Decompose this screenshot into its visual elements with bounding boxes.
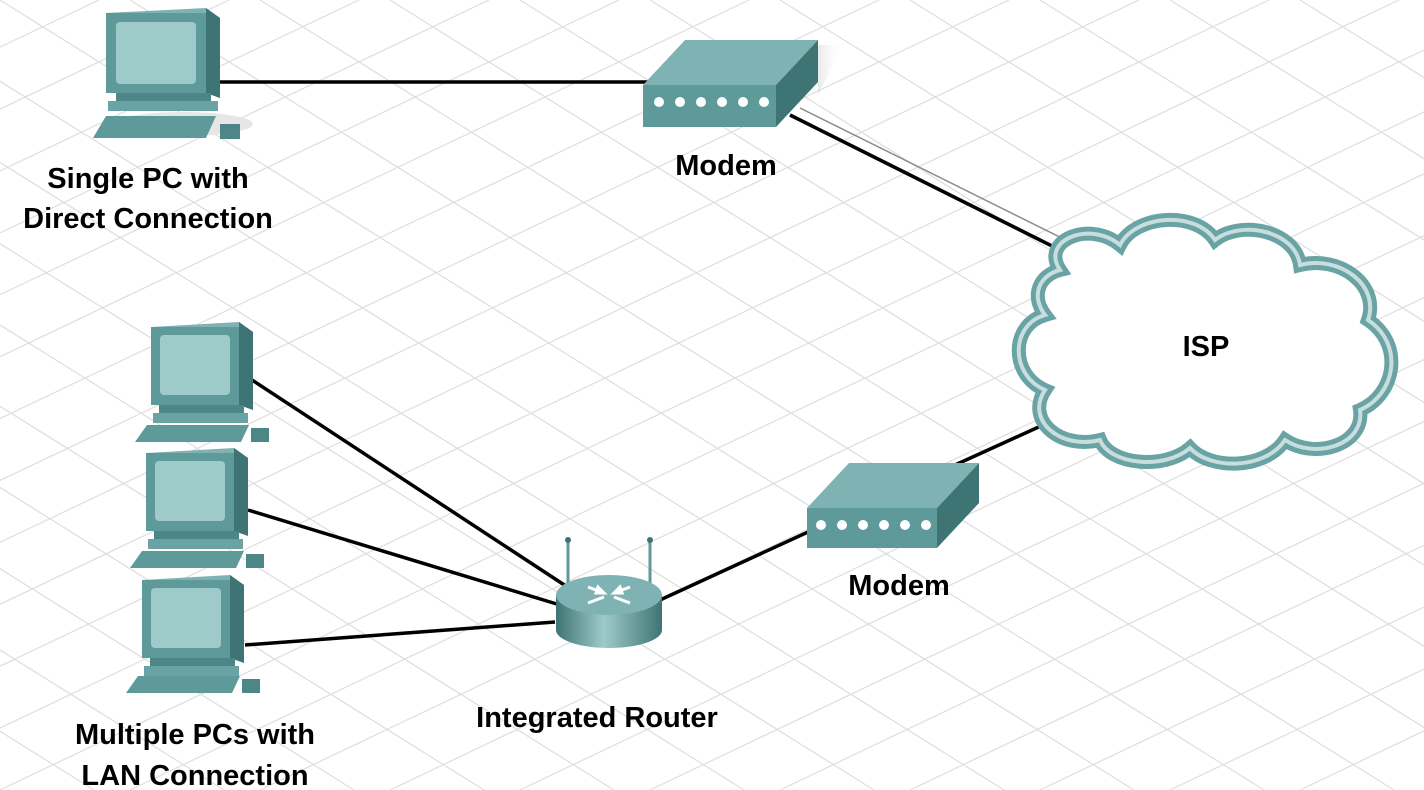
- pc-icon: [93, 8, 253, 139]
- wireless-router-icon: [556, 537, 662, 648]
- grid-line: [909, 544, 1424, 790]
- connection-links: [220, 80, 1111, 647]
- modem-top-label: Modem: [675, 150, 777, 182]
- cloud-icon: [1011, 213, 1399, 471]
- grid-line: [0, 0, 620, 296]
- link-pc1-to-router: [251, 378, 573, 592]
- grid-line: [909, 0, 1424, 322]
- grid-line: [129, 0, 1395, 790]
- grid-line: [259, 0, 1424, 729]
- router-label: Integrated Router: [476, 702, 718, 734]
- grid-line: [129, 173, 1424, 790]
- grid-line: [0, 730, 95, 790]
- isp-label: ISP: [1183, 331, 1230, 363]
- grid-line: [0, 649, 225, 790]
- multi-pc-label-line1: Multiple PCs with: [75, 719, 315, 751]
- grid-line: [0, 324, 745, 790]
- link-top-modem-to-isp-secondary: [799, 107, 1111, 263]
- grid-line: [649, 420, 1424, 790]
- modem-bottom-label: Modem: [848, 570, 950, 602]
- grid-line: [0, 0, 360, 172]
- grid-line: [779, 482, 1424, 790]
- grid-line: [0, 80, 1135, 790]
- multi-pc-label-line2: LAN Connection: [81, 760, 308, 790]
- grid-line: [1039, 0, 1424, 241]
- single-pc-label-line2: Direct Connection: [23, 203, 273, 235]
- pc-icon: [130, 448, 264, 568]
- grid-line: [0, 0, 1270, 605]
- single-pc-label-line1: Single PC with: [47, 163, 248, 195]
- link-pc2-to-router: [247, 508, 561, 607]
- grid-line: [0, 0, 880, 420]
- grid-line: [0, 0, 1140, 544]
- grid-line: [0, 161, 1005, 790]
- grid-line: [0, 486, 485, 790]
- grid-line: [1169, 0, 1424, 160]
- link-pc3-to-router: [244, 620, 556, 647]
- link-bottom-modem-to-router: [659, 530, 809, 602]
- grid-line: [0, 0, 750, 358]
- modem-icon: [643, 40, 843, 127]
- pc-icon: [135, 322, 269, 442]
- pc-icon: [126, 575, 260, 693]
- grid-line: [779, 0, 1424, 404]
- modem-icon: [807, 463, 979, 548]
- grid-line: [1039, 606, 1424, 790]
- grid-line: [0, 568, 355, 790]
- link-top-modem-to-isp: [789, 113, 1101, 272]
- grid-line: [389, 0, 1424, 647]
- grid-line: [0, 405, 615, 790]
